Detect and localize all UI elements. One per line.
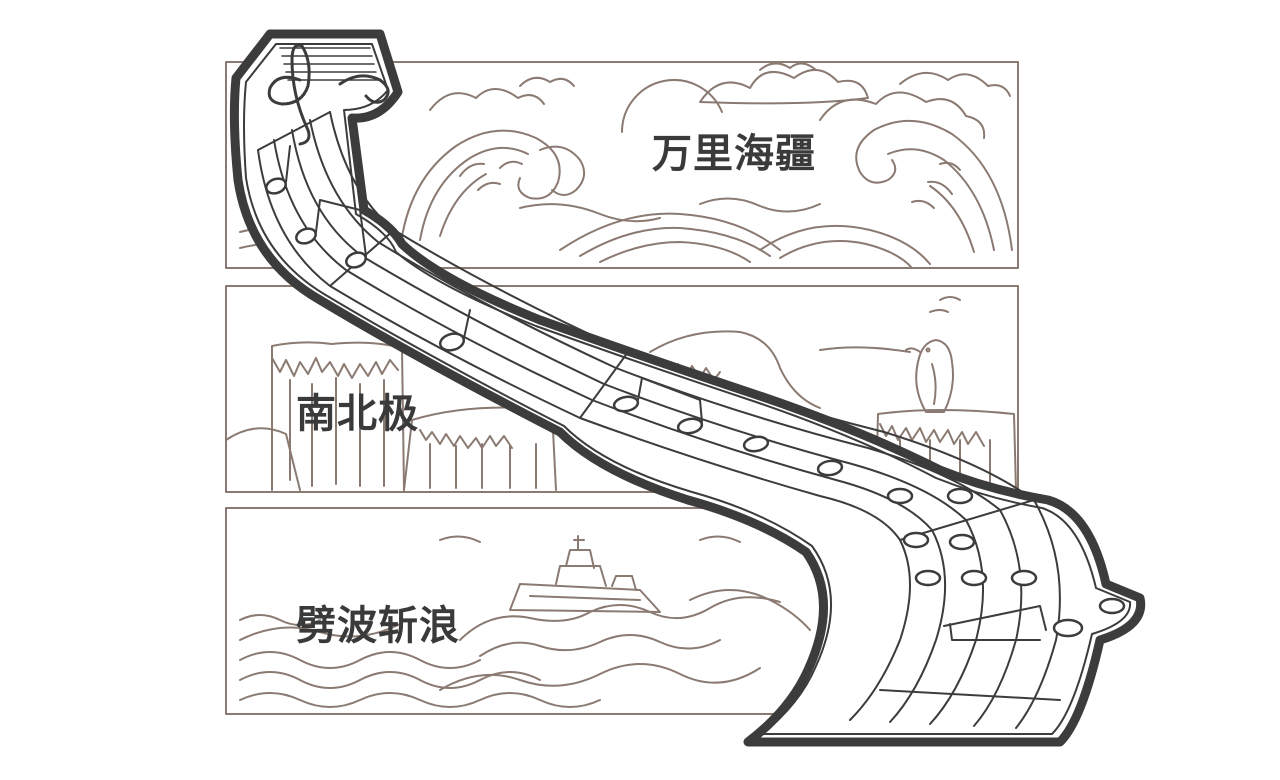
penguin-icon (905, 339, 954, 413)
panel-title-top: 万里海疆 (652, 131, 816, 177)
cloud-icon (699, 69, 869, 105)
sun-icon (621, 79, 723, 133)
music-note-icons (265, 177, 1126, 638)
panel-frame-middle (225, 285, 1019, 493)
music-ribbon (229, 29, 1146, 747)
panel-frame-top (225, 61, 1019, 269)
wave-icon-sea (239, 651, 481, 669)
ship-icon (509, 535, 661, 613)
panel-ship-sea (225, 507, 1019, 715)
treble-clef-icon (267, 43, 390, 146)
wave-icon (399, 129, 561, 251)
panel-title-middle: 南北极 (296, 391, 419, 437)
panel-title-bottom: 劈波斩浪 (296, 603, 460, 649)
wave-icon-right (855, 120, 1013, 251)
